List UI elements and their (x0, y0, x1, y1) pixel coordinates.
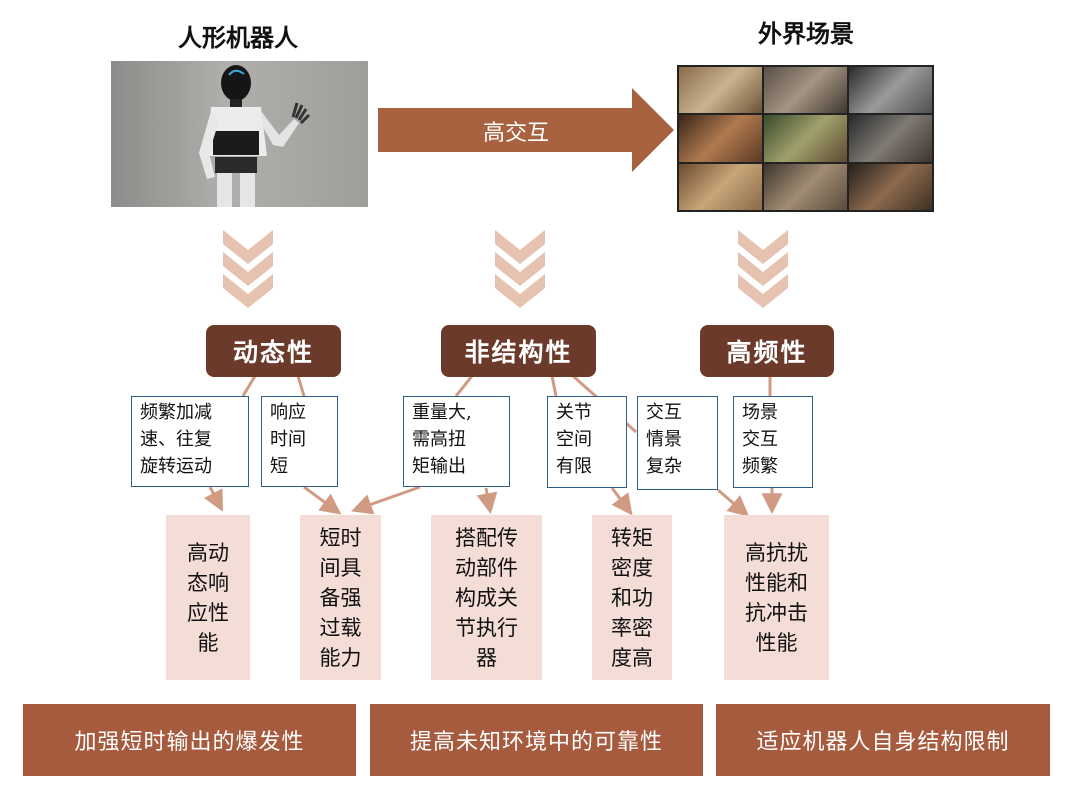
scene-image-4 (679, 115, 762, 162)
scene-image-2 (764, 67, 847, 114)
note-frequent-motion: 频繁加减 速、往复 旋转运动 (131, 396, 249, 487)
scene-image-9 (849, 163, 932, 210)
robot-figure-icon (199, 65, 311, 207)
scene-image-8 (764, 163, 847, 210)
goal-burst-output: 加强短时输出的爆发性 (23, 704, 356, 776)
category-dynamic: 动态性 (206, 325, 341, 377)
scene-image-grid (677, 65, 934, 212)
note-heavy-torque: 重量大, 需高扭 矩输出 (403, 396, 510, 487)
scene-image-5 (764, 115, 847, 162)
humanoid-robot-image (111, 61, 368, 207)
note-response-time: 响应 时间 短 (261, 396, 338, 487)
goal-structure-adaptation: 适应机器人自身结构限制 (716, 704, 1050, 776)
category-unstructured: 非结构性 (441, 325, 596, 377)
scene-image-7 (679, 163, 762, 210)
note-complex-interaction: 交互 情景 复杂 (637, 396, 718, 490)
chevron-down-icon (738, 230, 788, 308)
req-overload-capacity: 短时 间具 备强 过载 能力 (300, 515, 381, 680)
robot-title: 人形机器人 (178, 23, 298, 52)
scene-image-6 (849, 115, 932, 162)
interaction-arrow-icon (378, 88, 674, 172)
req-dynamic-response: 高动 态响 应性 能 (166, 515, 250, 680)
goal-reliability: 提高未知环境中的可靠性 (370, 704, 703, 776)
scene-image-1 (679, 67, 762, 114)
req-anti-disturbance: 高抗扰 性能和 抗冲击 性能 (724, 515, 829, 680)
req-power-density: 转矩 密度 和功 率密 度高 (592, 515, 672, 680)
chevron-down-icon (223, 230, 273, 308)
category-high-frequency: 高频性 (700, 325, 834, 377)
note-frequent-interaction: 场景 交互 频繁 (733, 396, 813, 488)
interaction-label: 高交互 (482, 121, 549, 146)
note-joint-space: 关节 空间 有限 (547, 396, 627, 488)
scene-image-3 (849, 67, 932, 114)
scene-title: 外界场景 (758, 19, 854, 48)
chevron-down-icon (495, 230, 545, 308)
req-joint-actuator: 搭配传 动部件 构成关 节执行 器 (431, 515, 542, 680)
